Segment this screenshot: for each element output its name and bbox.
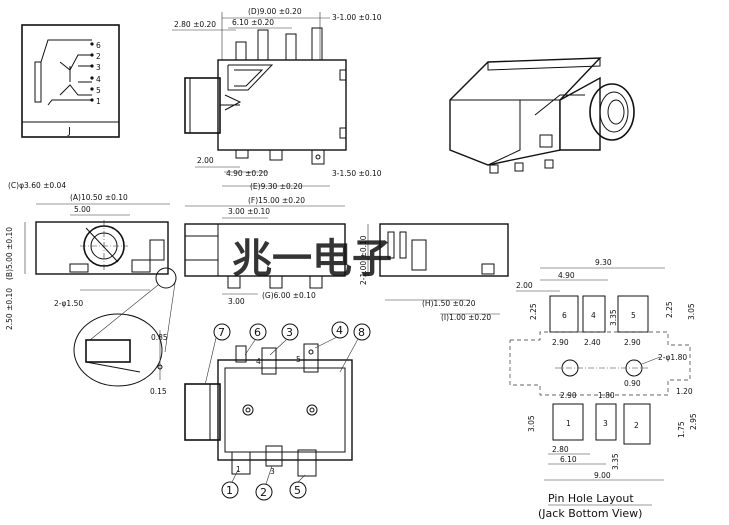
dim-hole: 2-φ1.50 [54,299,83,308]
dim-g: (G)6.00 ±0.10 [262,291,316,300]
end-view: 2-1.00 ±0.10 (H)1.50 ±0.20 (I)1.00 ±0.20 [359,223,509,322]
pad-label: 5 [631,311,636,320]
dim-120: 1.20 [676,387,693,396]
dim-900: 9.00 [594,471,611,480]
pad-label: 6 [562,311,567,320]
dim-175: 1.75 [677,421,686,438]
pin-number: 5 [294,484,301,497]
dim-180: 2-φ1.80 [658,353,687,362]
dim-i: (I)1.00 ±0.20 [441,313,491,322]
pin-hole-layout: 9.30 4.90 2.00 6 4 5 2.25 3.35 2.25 3.05… [509,258,698,520]
dim-h-end: 2-1.00 ±0.10 [359,235,368,285]
side-view: (F)15.00 ±0.20 3.00 ±0.10 3.00 (G)6.00 ±… [184,196,346,306]
dim-240: 2.40 [584,338,601,347]
pin-number: 3 [286,326,293,339]
dim-335a: 3.35 [609,309,618,326]
dim-w1-side: 3.00 ±0.10 [228,207,270,216]
dim-e: (E)9.30 ±0.20 [250,182,303,191]
dim-d: (D)9.00 ±0.20 [248,7,302,16]
dim-290b: 2.90 [624,338,641,347]
dim-b: (B)5.00 ±0.10 [5,227,14,280]
dim-290c: 2.90 [560,391,577,400]
pad-label: 4 [591,311,596,320]
dim-490: 4.90 [558,271,575,280]
layout-title: Pin Hole Layout [548,492,634,505]
top-view: (D)9.00 ±0.20 2.80 ±0.20 6.10 ±0.20 3-1.… [172,7,382,191]
bottom-label: 1 [236,465,241,474]
layout-subtitle: (Jack Bottom View) [538,507,642,520]
isometric-view [449,57,635,174]
bottom-label: 4 [256,357,261,366]
bottom-view: 4 5 1 3 7 6 3 4 8 1 2 5 [184,321,371,501]
front-view: (C)φ3.60 ±0.04 (A)10.50 ±0.10 5.00 (B)5.… [5,181,170,330]
pin-number: 6 [254,326,261,339]
dim-w: 5.00 [74,205,91,214]
pin-number: 1 [226,484,233,497]
dim-w5: 3-1.50 ±0.10 [332,169,382,178]
dim-305a: 3.05 [687,303,696,320]
bottom-label: 5 [296,355,301,364]
pin-number: 2 [260,486,267,499]
dim-w4: 4.90 ±0.20 [226,169,268,178]
dim-a: (A)10.50 ±0.10 [70,193,128,202]
dim-280: 2.80 [552,445,569,454]
pin-number: 4 [336,324,343,337]
dim-h1: 2.00 [197,156,214,165]
schematic-pin: 2 [96,52,101,61]
schematic-symbol: J 6 2 3 4 5 1 [21,24,120,138]
dim-930: 9.30 [595,258,612,267]
pin-number: 7 [218,326,225,339]
dim-w2-side: 3.00 [228,297,245,306]
watermark: 兆一电子 [232,236,392,282]
detail-d1: 0.85 [151,333,168,342]
pin-number: 8 [358,326,365,339]
dim-225b: 2.25 [665,301,674,318]
bottom-label: 3 [270,467,275,476]
pad-label: 3 [603,419,608,428]
pad-label: 1 [566,419,571,428]
dim-w2: 6.10 ±0.20 [232,18,274,27]
pad-label: 2 [634,421,639,430]
dim-180b: 1.80 [598,391,615,400]
dim-w3: 3-1.00 ±0.10 [332,13,382,22]
dim-w1: 2.80 ±0.20 [174,20,216,29]
schematic-pin: 1 [96,97,101,106]
schematic-pin: 6 [96,41,101,50]
detail-callout: 0.85 0.15 [73,267,177,396]
schematic-pin: 4 [96,75,101,84]
dim-305b: 3.05 [527,415,536,432]
detail-d2: 0.15 [150,387,167,396]
dim-090: 0.90 [624,379,641,388]
dim-335b: 3.35 [611,453,620,470]
dim-610: 6.10 [560,455,577,464]
dim-200: 2.00 [516,281,533,290]
dim-h: 2.50 ±0.10 [5,288,14,330]
schematic-pin: 5 [96,86,101,95]
dim-c: (C)φ3.60 ±0.04 [8,181,66,190]
dim-hh: (H)1.50 ±0.20 [422,299,476,308]
schematic-pin: 3 [96,63,101,72]
dim-290a: 2.90 [552,338,569,347]
schematic-label: J [67,126,71,137]
dim-295: 2.95 [689,413,698,430]
dim-225a: 2.25 [529,303,538,320]
dim-f: (F)15.00 ±0.20 [248,196,305,205]
